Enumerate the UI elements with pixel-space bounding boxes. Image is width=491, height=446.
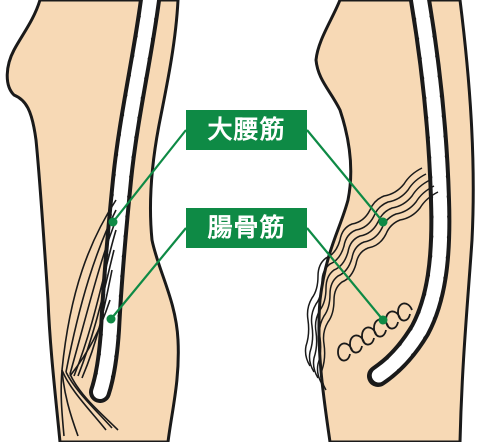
psoas-label: 大腰筋 xyxy=(186,110,307,150)
right-figure xyxy=(306,0,474,442)
left-figure xyxy=(7,0,178,442)
left-body xyxy=(7,0,178,442)
iliacus-label: 腸骨筋 xyxy=(186,208,307,248)
